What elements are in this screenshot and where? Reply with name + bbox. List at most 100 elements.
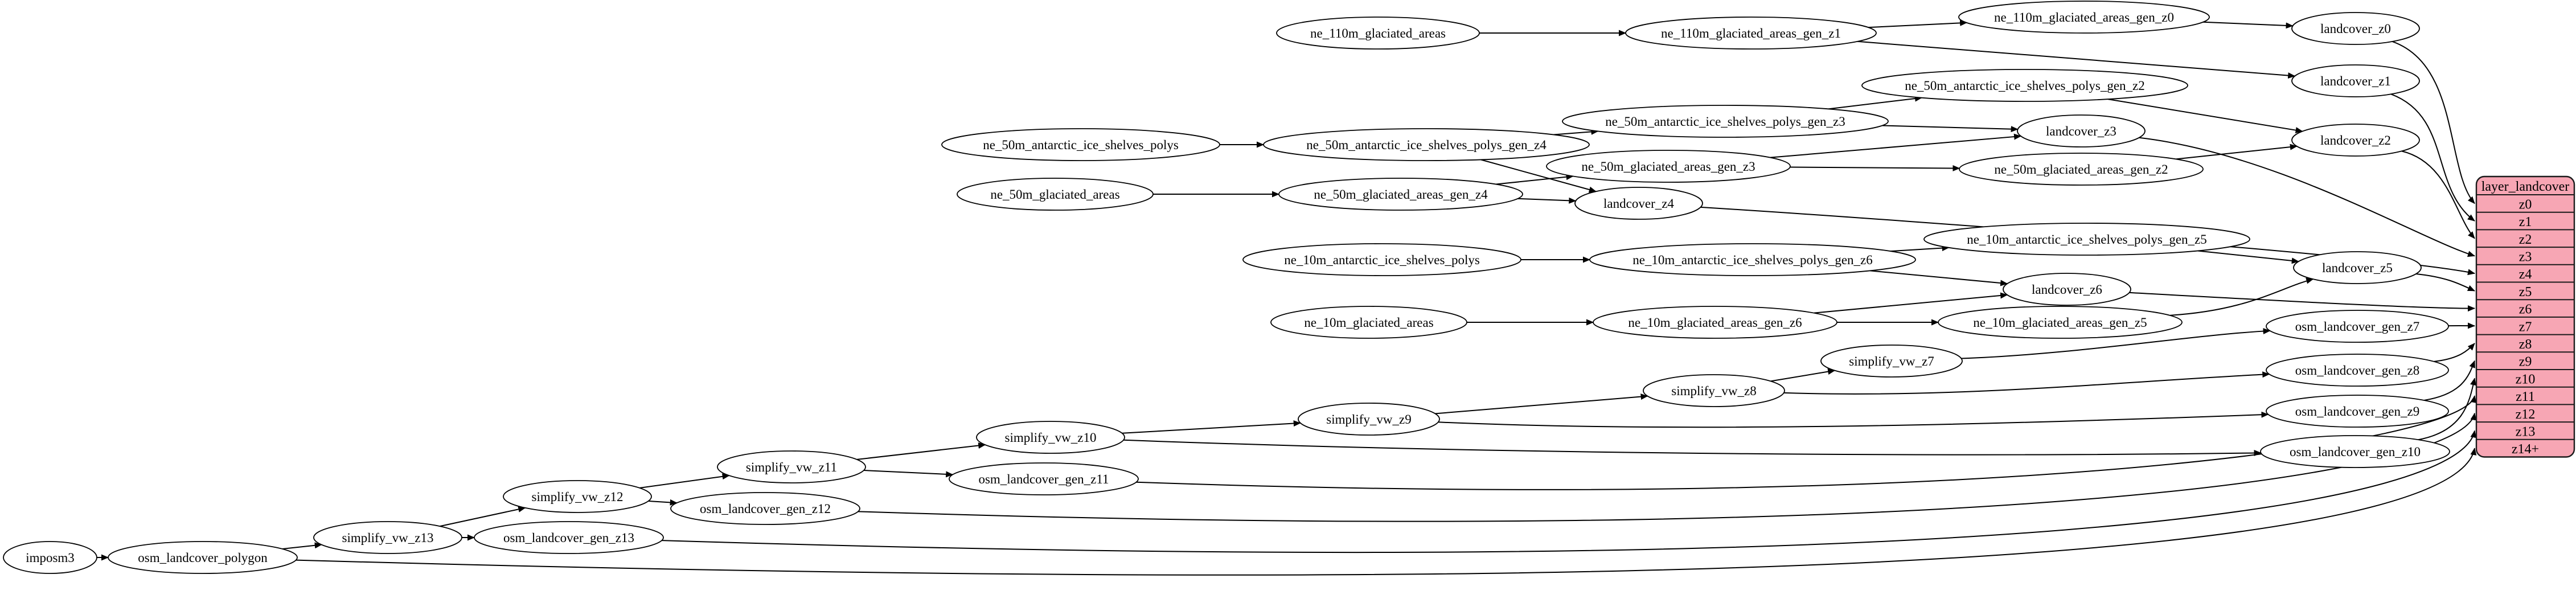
node-landcover_z4: landcover_z4 [1574, 187, 1703, 220]
node-ne_10m_antarctic_ice_shelves_polys: ne_10m_antarctic_ice_shelves_polys [1242, 243, 1521, 276]
table-row-label-z12: z12 [2516, 407, 2536, 422]
node-ne_110m_glaciated_areas_gen_z0: ne_110m_glaciated_areas_gen_z0 [1958, 1, 2210, 34]
node-label-ne_110m_glaciated_areas: ne_110m_glaciated_areas [1310, 26, 1446, 40]
edge-simplify_vw_z10-to-simplify_vw_z9 [1122, 420, 1301, 434]
edge-ne_50m_antarctic_ice_shelves_polys_gen_z4-to-landcover_z4 [1480, 159, 1597, 193]
node-imposm3: imposm3 [3, 541, 97, 574]
table-row-label-z13: z13 [2516, 424, 2536, 439]
node-label-ne_50m_glaciated_areas_gen_z3: ne_50m_glaciated_areas_gen_z3 [1581, 159, 1755, 174]
node-landcover_z6: landcover_z6 [2003, 273, 2131, 306]
node-label-osm_landcover_gen_z10: osm_landcover_gen_z10 [2290, 445, 2421, 459]
table-row-label-z3: z3 [2519, 249, 2532, 264]
table-row-label-z10: z10 [2516, 372, 2536, 387]
edge-simplify_vw_z12-to-osm_landcover_gen_z12 [648, 499, 678, 506]
edge-ne_50m_antarctic_ice_shelves_polys_gen_z3-to-ne_50m_antarctic_ice_shelves_polys_gen_z2 [1828, 95, 1922, 110]
node-label-ne_50m_glaciated_areas_gen_z4: ne_50m_glaciated_areas_gen_z4 [1314, 187, 1488, 202]
edge-osm_landcover_gen_z10-to-layer-z10 [2418, 378, 2476, 441]
table-row-label-z1: z1 [2519, 215, 2532, 229]
edge-ne_110m_glaciated_areas_gen_z0-to-landcover_z0 [2202, 21, 2294, 29]
table-row-z11: z11 [2516, 389, 2535, 404]
edge-ne_50m_antarctic_ice_shelves_polys_gen_z4-to-ne_50m_antarctic_ice_shelves_polys_gen_z3 [1553, 128, 1599, 136]
node-ne_50m_glaciated_areas: ne_50m_glaciated_areas [957, 178, 1154, 211]
node-ne_50m_antarctic_ice_shelves_polys_gen_z3: ne_50m_antarctic_ice_shelves_polys_gen_z… [1562, 105, 1889, 138]
node-osm_landcover_gen_z7: osm_landcover_gen_z7 [2266, 310, 2449, 343]
table-row-z7: z7 [2519, 319, 2532, 334]
node-label-ne_10m_glaciated_areas_gen_z5: ne_10m_glaciated_areas_gen_z5 [1973, 315, 2147, 330]
node-label-landcover_z5: landcover_z5 [2322, 261, 2393, 275]
node-label-osm_landcover_polygon: osm_landcover_polygon [138, 551, 268, 565]
node-simplify_vw_z7: simplify_vw_z7 [1820, 345, 1963, 378]
edge-ne_10m_glaciated_areas_gen_z5-to-landcover_z5 [2169, 277, 2314, 316]
node-osm_landcover_polygon: osm_landcover_polygon [108, 541, 298, 574]
table-row-z8: z8 [2519, 337, 2532, 352]
edge-ne_50m_antarctic_ice_shelves_polys_gen_z2-to-landcover_z2 [2107, 99, 2303, 134]
edge-ne_50m_antarctic_ice_shelves_polys_gen_z3-to-landcover_z3 [1882, 125, 2019, 133]
node-landcover_z2: landcover_z2 [2291, 124, 2420, 157]
node-osm_landcover_gen_z12: osm_landcover_gen_z12 [670, 492, 860, 525]
edge-landcover_z1-to-layer-z1 [2390, 93, 2475, 222]
table-row-label-z4: z4 [2519, 267, 2532, 282]
node-label-osm_landcover_gen_z13: osm_landcover_gen_z13 [503, 531, 634, 545]
table-row-z10: z10 [2516, 372, 2536, 387]
node-simplify_vw_z12: simplify_vw_z12 [503, 480, 652, 513]
node-ne_50m_antarctic_ice_shelves_polys: ne_50m_antarctic_ice_shelves_polys [941, 128, 1220, 161]
edge-landcover_z0-to-layer-z0 [2392, 40, 2475, 204]
table-row-label-z2: z2 [2519, 232, 2532, 247]
edge-osm_landcover_gen_z13-to-layer-z13 [662, 430, 2477, 553]
node-simplify_vw_z10: simplify_vw_z10 [976, 421, 1125, 454]
node-label-ne_50m_antarctic_ice_shelves_polys: ne_50m_antarctic_ice_shelves_polys [983, 138, 1179, 152]
node-label-osm_landcover_gen_z11: osm_landcover_gen_z11 [978, 472, 1109, 486]
node-label-ne_10m_glaciated_areas: ne_10m_glaciated_areas [1304, 315, 1433, 330]
table-row-z5: z5 [2519, 285, 2532, 300]
node-label-ne_50m_antarctic_ice_shelves_polys_gen_z2: ne_50m_antarctic_ice_shelves_polys_gen_z… [1905, 79, 2145, 93]
node-ne_10m_glaciated_areas_gen_z5: ne_10m_glaciated_areas_gen_z5 [1938, 306, 2183, 339]
node-ne_50m_glaciated_areas_gen_z3: ne_50m_glaciated_areas_gen_z3 [1546, 150, 1791, 183]
node-simplify_vw_z8: simplify_vw_z8 [1643, 374, 1785, 407]
node-landcover_z0: landcover_z0 [2291, 12, 2420, 45]
node-ne_110m_glaciated_areas: ne_110m_glaciated_areas [1276, 17, 1480, 50]
node-label-ne_110m_glaciated_areas_gen_z1: ne_110m_glaciated_areas_gen_z1 [1661, 26, 1841, 40]
edge-ne_110m_glaciated_areas_gen_z1-to-landcover_z1 [1857, 40, 2296, 79]
edge-ne_110m_glaciated_areas_gen_z1-to-ne_110m_glaciated_areas_gen_z0 [1868, 19, 1968, 28]
node-label-landcover_z0: landcover_z0 [2320, 22, 2391, 36]
edge-simplify_vw_z10-to-osm_landcover_gen_z10 [1123, 439, 2262, 457]
node-osm_landcover_gen_z9: osm_landcover_gen_z9 [2266, 395, 2449, 428]
table-row-z13: z13 [2516, 424, 2536, 439]
node-label-ne_50m_antarctic_ice_shelves_polys_gen_z4: ne_50m_antarctic_ice_shelves_polys_gen_z… [1306, 138, 1547, 152]
node-label-osm_landcover_gen_z7: osm_landcover_gen_z7 [2295, 319, 2419, 334]
table-row-label-z0: z0 [2519, 197, 2532, 212]
node-simplify_vw_z9: simplify_vw_z9 [1298, 403, 1440, 436]
node-osm_landcover_gen_z11: osm_landcover_gen_z11 [949, 462, 1139, 495]
edge-simplify_vw_z9-to-simplify_vw_z8 [1435, 393, 1648, 415]
node-label-simplify_vw_z12: simplify_vw_z12 [532, 490, 624, 504]
layer-landcover-table: layer_landcoverz0z1z2z3z4z5z6z7z8z9z10z1… [2475, 175, 2575, 458]
table-row-z9: z9 [2519, 355, 2532, 370]
edge-osm_landcover_polygon-to-layer-z14+ [296, 448, 2477, 576]
node-label-landcover_z1: landcover_z1 [2320, 74, 2391, 88]
node-label-simplify_vw_z8: simplify_vw_z8 [1671, 384, 1757, 398]
edge-simplify_vw_z7-to-osm_landcover_gen_z7 [1961, 328, 2271, 359]
edge-osm_landcover_gen_z8-to-layer-z8 [2434, 343, 2475, 362]
table-row-z1: z1 [2519, 215, 2532, 229]
edge-osm_landcover_gen_z9-to-layer-z9 [2424, 360, 2475, 401]
node-label-ne_10m_glaciated_areas_gen_z6: ne_10m_glaciated_areas_gen_z6 [1628, 315, 1802, 330]
node-label-simplify_vw_z7: simplify_vw_z7 [1849, 354, 1934, 368]
node-ne_50m_antarctic_ice_shelves_polys_gen_z2: ne_50m_antarctic_ice_shelves_polys_gen_z… [1861, 69, 2188, 102]
edge-ne_50m_glaciated_areas_gen_z3-to-landcover_z3 [1770, 133, 2022, 158]
edge-ne_50m_glaciated_areas_gen_z3-to-ne_50m_glaciated_areas_gen_z2 [1790, 165, 1960, 171]
node-landcover_z3: landcover_z3 [2017, 114, 2146, 147]
node-ne_10m_antarctic_ice_shelves_polys_gen_z5: ne_10m_antarctic_ice_shelves_polys_gen_z… [1923, 223, 2250, 256]
node-label-ne_50m_antarctic_ice_shelves_polys_gen_z3: ne_50m_antarctic_ice_shelves_polys_gen_z… [1605, 114, 1845, 129]
node-ne_10m_antarctic_ice_shelves_polys_gen_z6: ne_10m_antarctic_ice_shelves_polys_gen_z… [1589, 243, 1916, 276]
edge-ne_10m_glaciated_areas_gen_z6-to-landcover_z6 [1814, 292, 2008, 314]
node-label-osm_landcover_gen_z9: osm_landcover_gen_z9 [2295, 404, 2419, 419]
edge-landcover_z3-to-layer-z3 [2139, 137, 2475, 257]
edge-ne_50m_glaciated_areas_gen_z2-to-landcover_z2 [2176, 143, 2298, 160]
table-row-label-z7: z7 [2519, 319, 2532, 334]
table-row-z2: z2 [2519, 232, 2532, 247]
edge-simplify_vw_z11-to-simplify_vw_z10 [856, 442, 986, 460]
node-ne_50m_antarctic_ice_shelves_polys_gen_z4: ne_50m_antarctic_ice_shelves_polys_gen_z… [1263, 128, 1590, 161]
edge-ne_10m_antarctic_ice_shelves_polys_gen_z5-to-landcover_z5 [2197, 250, 2299, 264]
node-label-ne_50m_glaciated_areas_gen_z2: ne_50m_glaciated_areas_gen_z2 [1994, 162, 2168, 177]
